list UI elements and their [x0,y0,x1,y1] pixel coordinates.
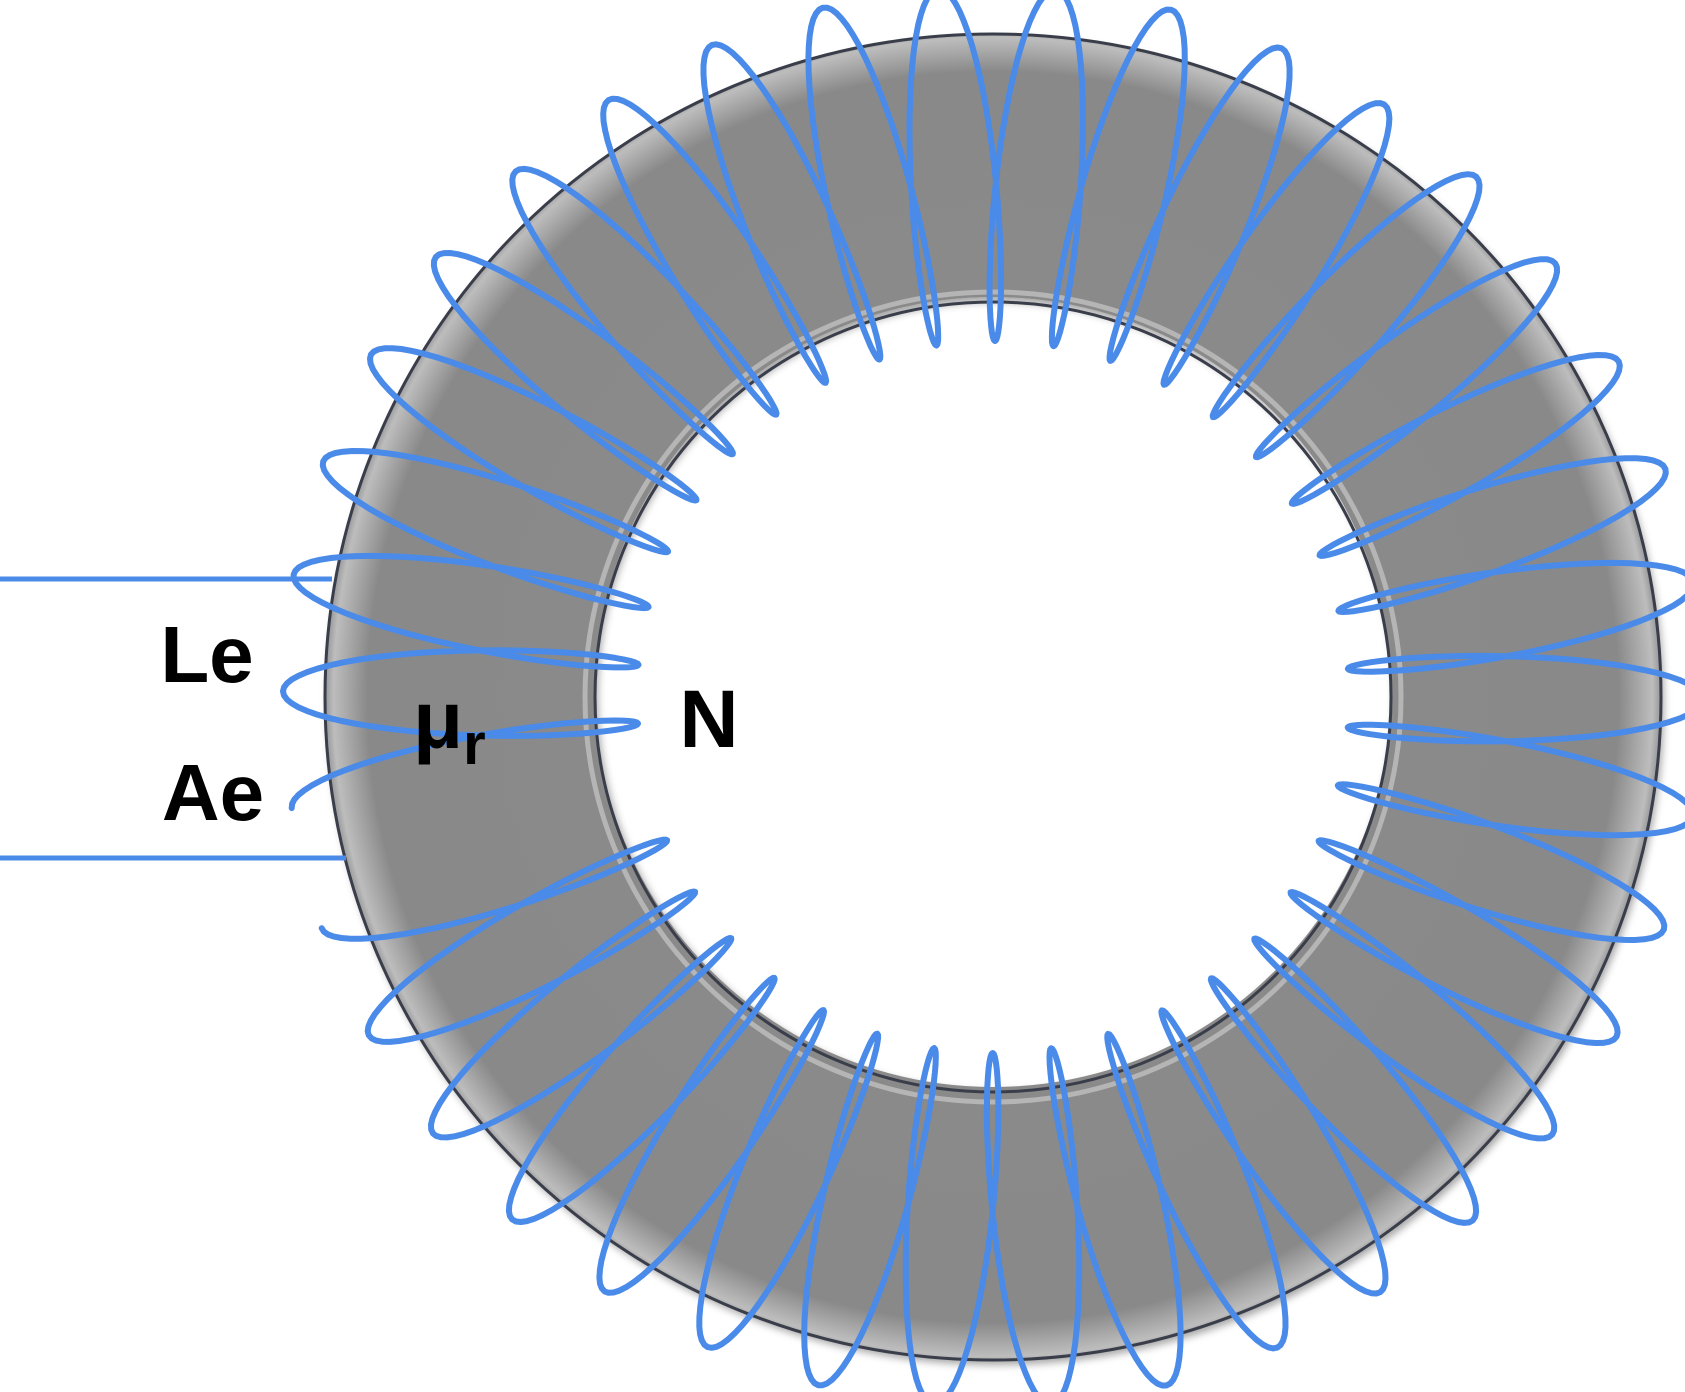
core-inner-highlight [582,289,1404,1105]
label-ae: Ae [162,748,264,837]
label-mu: μ [413,675,463,766]
label-n: N [679,674,738,765]
core-outer-edge [323,32,1663,1362]
core-inner-edge [593,300,1393,1094]
coil-wire [280,0,1685,1392]
label-le: Le [160,610,253,699]
toroid-core [323,32,1663,1362]
lead-wires [0,576,346,861]
label-mu-subscript: r [463,712,486,777]
coil-winding [280,0,1685,1392]
label-mu-r: μr [413,675,486,777]
core-ring [325,34,1662,1360]
